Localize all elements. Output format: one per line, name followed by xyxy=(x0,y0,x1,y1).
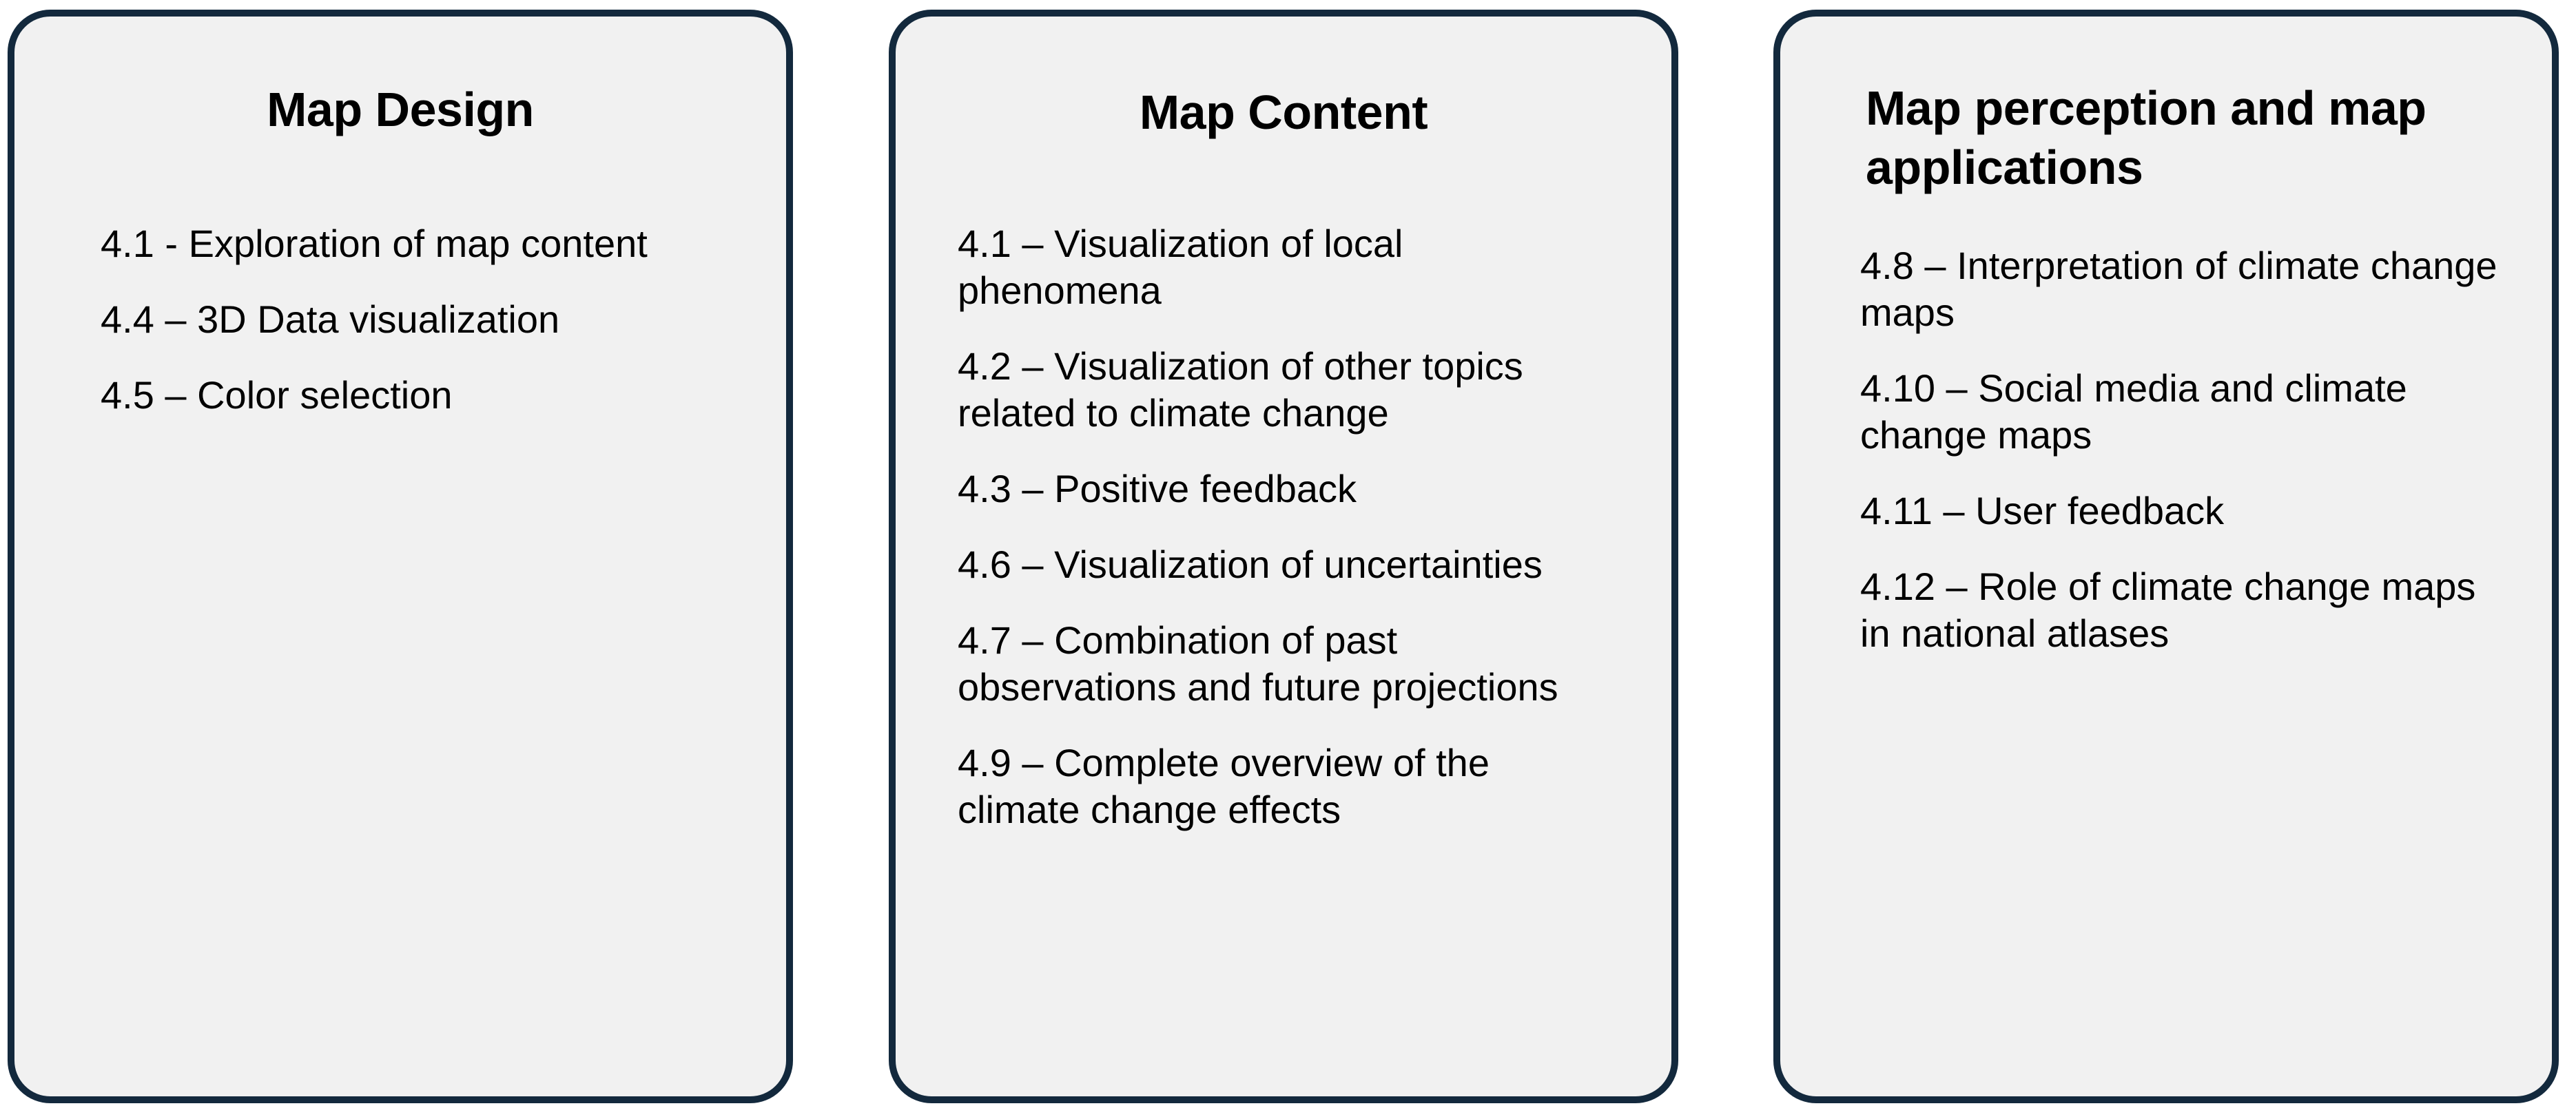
list-item[interactable]: 4.2 – Visualization of other topics rela… xyxy=(958,344,1523,435)
list-item[interactable]: 4.11 – User feedback xyxy=(1860,489,2225,532)
list-item[interactable]: 4.6 – Visualization of uncertainties xyxy=(958,543,1543,586)
group-card-map-content[interactable]: Map Content 4.1 – Visualization of local… xyxy=(889,10,1678,1103)
group-item-list-map-design: 4.1 - Exploration of map content 4.4 – 3… xyxy=(101,220,721,419)
list-item[interactable]: 4.1 – Visualization of local phenomena xyxy=(958,222,1403,312)
list-item[interactable]: 4.7 – Combination of past observations a… xyxy=(958,618,1558,709)
group-card-map-perception-and-map-applications[interactable]: Map perception and map applications 4.8 … xyxy=(1773,10,2559,1103)
list-item[interactable]: 4.4 – 3D Data visualization xyxy=(101,297,560,341)
list-item[interactable]: 4.8 – Interpretation of climate change m… xyxy=(1860,244,2497,334)
group-title-map-design: Map Design xyxy=(267,83,534,136)
group-title-map-content: Map Content xyxy=(1139,85,1428,139)
group-item-list-map-perception: 4.8 – Interpretation of climate change m… xyxy=(1860,242,2501,657)
list-item[interactable]: 4.12 – Role of climate change maps in na… xyxy=(1860,565,2476,655)
list-item[interactable]: 4.5 – Color selection xyxy=(101,373,453,417)
list-item[interactable]: 4.9 – Complete overview of the climate c… xyxy=(958,741,1490,831)
group-title-map-perception-and-map-applications: Map perception and map applications xyxy=(1866,81,2426,194)
list-item[interactable]: 4.10 – Social media and climate change m… xyxy=(1860,366,2407,457)
list-item[interactable]: 4.3 – Positive feedback xyxy=(958,467,1357,510)
group-card-map-design[interactable]: Map Design 4.1 - Exploration of map cont… xyxy=(8,10,793,1103)
group-item-list-map-content: 4.1 – Visualization of local phenomena 4… xyxy=(958,220,1605,833)
list-item[interactable]: 4.1 - Exploration of map content xyxy=(101,222,648,265)
